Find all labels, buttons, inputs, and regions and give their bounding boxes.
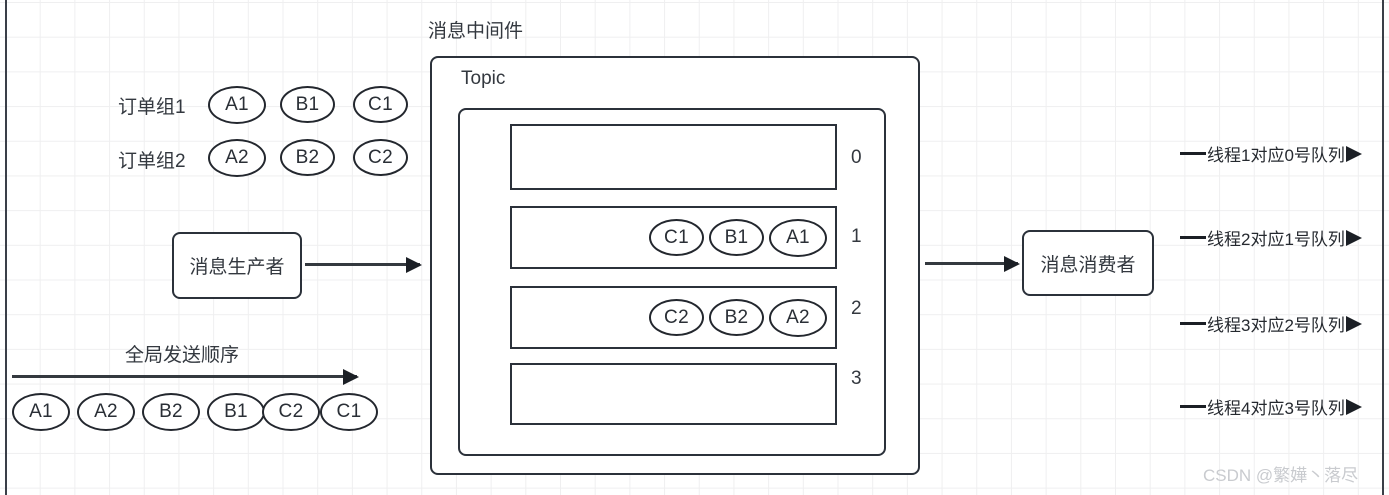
queue-1-message-c1: C1 — [649, 219, 704, 256]
queue-1-message-b1: B1 — [709, 219, 764, 256]
queue-index-1: 1 — [851, 226, 862, 247]
canvas-left-border — [5, 0, 7, 495]
global-sequence-message-1: A1 — [12, 393, 70, 431]
order-group-2-message-b2: B2 — [280, 139, 335, 176]
watermark: CSDN @繁嬅丶落尽 — [1203, 466, 1359, 485]
producer-box[interactable]: 消息生产者 — [172, 232, 302, 299]
producer-to-middleware-arrow — [305, 263, 420, 266]
queue-index-2: 2 — [851, 298, 862, 319]
queue-index-3: 3 — [851, 368, 862, 389]
arrow-head-icon-2 — [1345, 229, 1362, 246]
queue-1-message-a1: A1 — [769, 218, 827, 257]
order-group-1-message-a1: A1 — [208, 86, 266, 124]
thread-line-icon-3 — [1180, 322, 1206, 325]
global-send-order-arrow — [12, 375, 357, 378]
queue-row-0 — [510, 124, 837, 190]
order-group-1-message-c1: C1 — [353, 86, 408, 123]
queue-row-3 — [510, 363, 837, 425]
queue-row-2: C2 B2 A2 — [510, 286, 837, 349]
middleware-title: 消息中间件 — [428, 21, 524, 42]
queue-2-message-a2: A2 — [769, 298, 827, 337]
thread-line-icon-1 — [1180, 152, 1206, 155]
global-sequence-message-4: B1 — [207, 393, 265, 431]
thread-line-icon-4 — [1180, 405, 1206, 408]
global-sequence-message-3: B2 — [142, 393, 200, 431]
thread-mapping-1: 线程1对应0号队列 — [1180, 141, 1362, 166]
thread-mapping-3: 线程3对应2号队列 — [1180, 311, 1362, 336]
queue-2-message-b2: B2 — [709, 299, 764, 336]
global-sequence-message-5: C2 — [262, 393, 320, 431]
middleware-to-consumer-arrow — [925, 262, 1018, 265]
order-group-2-message-c2: C2 — [353, 139, 408, 176]
global-send-order-label: 全局发送顺序 — [125, 345, 240, 366]
global-sequence-message-2: A2 — [77, 393, 135, 431]
consumer-box[interactable]: 消息消费者 — [1022, 230, 1154, 296]
thread-mapping-label-4: 线程4对应3号队列 — [1207, 399, 1345, 418]
queue-index-0: 0 — [851, 147, 862, 168]
thread-mapping-label-1: 线程1对应0号队列 — [1207, 146, 1345, 165]
thread-mapping-label-3: 线程3对应2号队列 — [1207, 316, 1345, 335]
global-sequence-message-6: C1 — [320, 393, 378, 431]
thread-line-icon-2 — [1180, 236, 1206, 239]
thread-mapping-label-2: 线程2对应1号队列 — [1207, 230, 1345, 249]
queue-2-message-c2: C2 — [649, 299, 704, 336]
order-group-1-label: 订单组1 — [118, 97, 186, 118]
thread-mapping-2: 线程2对应1号队列 — [1180, 225, 1362, 250]
queue-row-1: C1 B1 A1 — [510, 206, 837, 269]
order-group-2-message-a2: A2 — [208, 139, 266, 177]
order-group-1-message-b1: B1 — [280, 86, 335, 123]
canvas-right-border — [1382, 0, 1384, 495]
arrow-head-icon-3 — [1345, 315, 1362, 332]
topic-label: Topic — [461, 68, 506, 89]
order-group-2-label: 订单组2 — [118, 151, 186, 172]
thread-mapping-4: 线程4对应3号队列 — [1180, 394, 1362, 419]
arrow-head-icon-4 — [1345, 398, 1362, 415]
arrow-head-icon-1 — [1345, 145, 1362, 162]
